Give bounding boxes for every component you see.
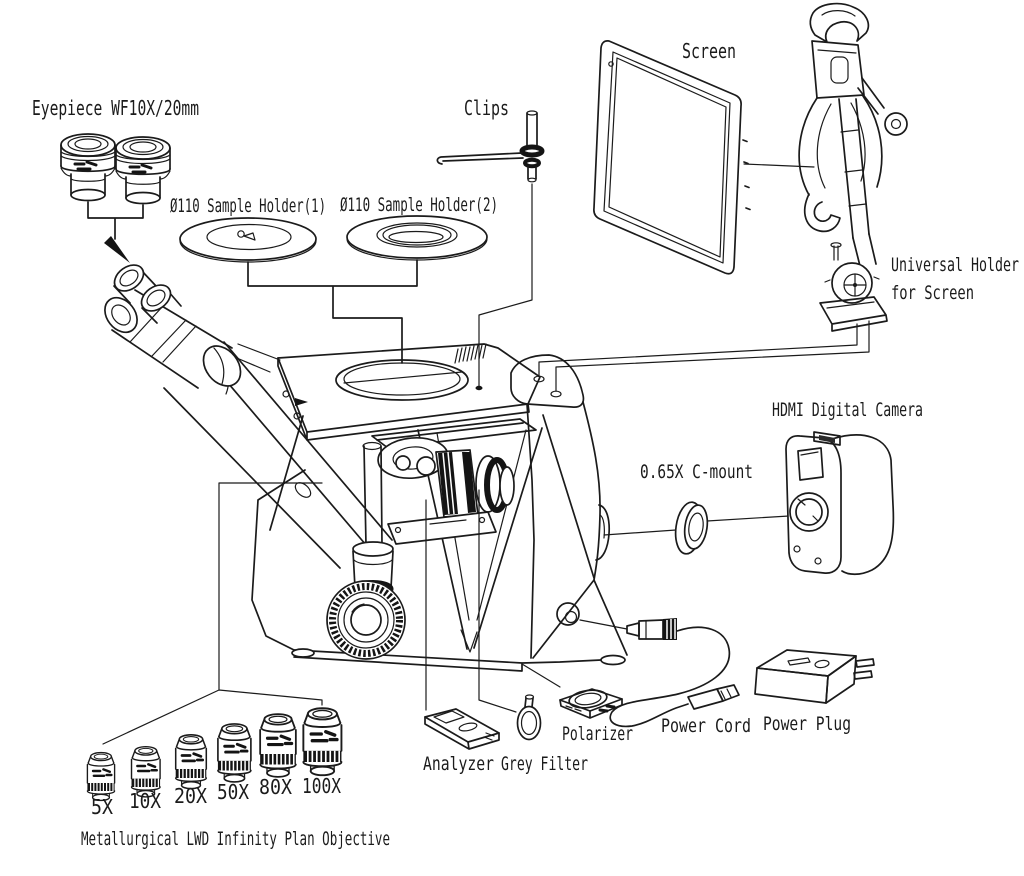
polarizer-drawing <box>559 688 623 719</box>
power-cord-drawing <box>579 618 740 728</box>
accessory-leader-lines <box>425 489 561 713</box>
grey-filter-label: Grey Filter <box>501 753 588 775</box>
objective-10x-label: 10X <box>129 789 161 813</box>
binocular-head-drawing <box>104 264 242 389</box>
sample-holder-2-drawing <box>346 215 488 261</box>
illuminator-drawing <box>377 436 515 545</box>
eyepiece-bracket-lines <box>87 201 144 263</box>
sample-holder-1-drawing <box>179 217 317 263</box>
objective-5x-label: 5X <box>91 795 113 819</box>
analyzer-label: Analyzer <box>423 753 494 775</box>
objective-100x-label: 100X <box>302 774 341 798</box>
universal-holder-label-line2: for Screen <box>891 282 974 304</box>
microscope-drawing <box>104 264 628 672</box>
microscope-base <box>251 354 628 672</box>
eyepiece-label: Eyepiece WF10X/20mm <box>32 96 199 120</box>
sample-holder-1-label: Ø110 Sample Holder(1) <box>170 195 326 217</box>
polarizer-label: Polarizer <box>562 723 633 745</box>
screen-drawing <box>593 40 751 275</box>
clip-leader-line <box>475 183 533 391</box>
objective-50x-label: 50X <box>217 780 249 804</box>
sample-holder-2-label: Ø110 Sample Holder(2) <box>340 194 498 216</box>
hdmi-camera-label: HDMI Digital Camera <box>772 399 923 421</box>
stage-drawing <box>231 343 541 449</box>
analyzer-drawing <box>424 708 500 750</box>
power-cord-label: Power Cord <box>661 715 751 737</box>
objectives-bracket-lines <box>102 482 323 745</box>
objectives-caption-label: Metallurgical LWD Infinity Plan Objectiv… <box>81 828 390 850</box>
clips-label: Clips <box>464 96 509 120</box>
screen-label: Screen <box>682 39 736 63</box>
c-mount-label: 0.65X C-mount <box>640 461 753 483</box>
objective-80x-label: 80X <box>259 775 292 799</box>
diagram-labels: Eyepiece WF10X/20mm Ø110 Sample Holder(1… <box>32 39 1019 850</box>
universal-holder-label-line1: Universal Holder <box>891 254 1019 276</box>
grey-filter-drawing <box>516 694 542 741</box>
universal-holder-drawing <box>798 2 908 332</box>
clip-drawing <box>436 110 545 183</box>
power-plug-label: Power Plug <box>763 713 851 735</box>
universal-holder-leader-lines <box>538 320 870 392</box>
arm-drawing <box>163 341 393 569</box>
power-plug-drawing <box>754 649 875 704</box>
eyepiece-pair-drawing <box>59 132 172 205</box>
camera-drawing <box>785 431 895 576</box>
sample-holder-bracket-lines <box>247 259 418 364</box>
screen-leader-line <box>743 163 815 168</box>
objective-20x-label: 20X <box>174 784 207 808</box>
focus-knob-drawing <box>326 441 406 660</box>
c-mount-drawing <box>603 501 790 555</box>
